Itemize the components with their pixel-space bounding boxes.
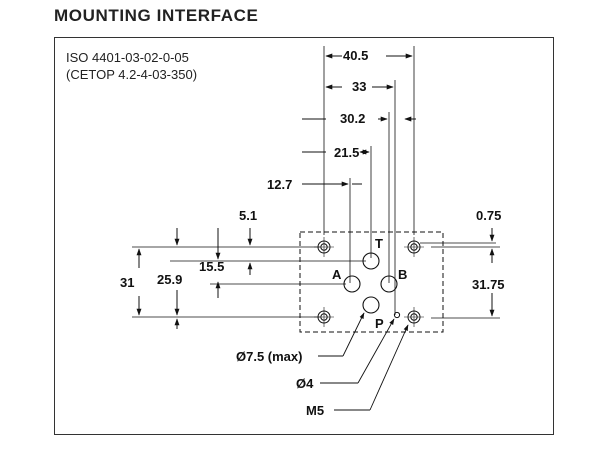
callout-thread: M5 [306,403,324,418]
dim-25-9: 25.9 [157,272,182,287]
vertical-extension-lines [323,46,415,315]
dim-40-5: 40.5 [343,48,368,63]
bolt-hole-top-left [314,237,334,257]
dim-21-5: 21.5 [334,145,359,160]
page-title: MOUNTING INTERFACE [54,6,259,25]
port-label-b: B [398,267,407,282]
diagram-frame [54,37,554,435]
bolt-hole-top-right [404,237,424,257]
dim-30-2: 30.2 [340,111,365,126]
vertical-dimension-lines [136,228,495,329]
port-label-a: A [332,267,342,282]
port-label-p: P [375,316,384,331]
dim-15-5: 15.5 [199,259,224,274]
port-b-circle [380,275,398,293]
standard-line-2: (CETOP 4.2-4-03-350) [66,67,198,82]
bolt-hole-bottom-left [314,307,334,327]
dim-0-75: 0.75 [476,208,501,223]
callout-port-diameter: Ø7.5 (max) [236,349,302,364]
standard-line-1: ISO 4401-03-02-0-05 [66,50,189,65]
dim-12-7: 12.7 [267,177,292,192]
dim-31: 31 [120,275,134,290]
port-label-t: T [375,236,383,251]
horizontal-extension-lines [132,242,500,319]
bolt-hole-bottom-right [404,307,424,327]
horizontal-dimension-lines [302,53,416,187]
callout-leaders [318,312,409,411]
locating-pin-hole [393,311,401,319]
dim-31-75: 31.75 [472,277,505,292]
port-t-circle [362,252,380,270]
callout-pin-diameter: Ø4 [296,376,314,391]
port-a-circle [343,275,361,293]
dim-33: 33 [352,79,366,94]
port-p-circle [362,296,380,314]
mounting-plate-outline [299,231,444,333]
dim-5-1: 5.1 [239,208,257,223]
